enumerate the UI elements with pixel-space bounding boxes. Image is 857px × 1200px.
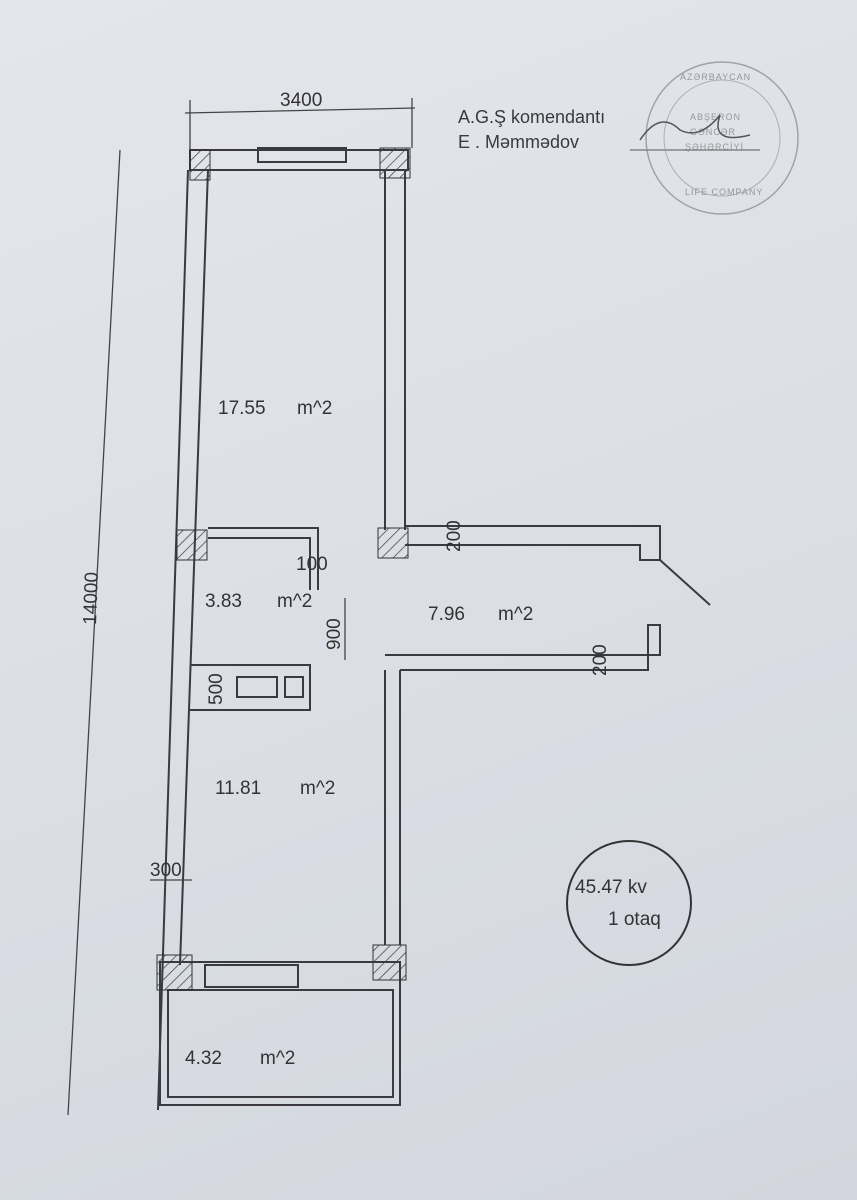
svg-text:ABŞERON: ABŞERON: [690, 112, 741, 122]
svg-text:m^2: m^2: [300, 778, 335, 799]
dimension-length: 14000: [67, 149, 121, 1116]
svg-text:LIFE COMPANY: LIFE COMPANY: [685, 187, 763, 197]
signature-title: A.G.Ş komendantı: [458, 107, 605, 127]
svg-text:3.83: 3.83: [205, 591, 242, 612]
svg-text:200: 200: [590, 644, 611, 676]
svg-text:300: 300: [150, 860, 182, 881]
svg-text:3400: 3400: [280, 90, 322, 111]
room-count: 1 otaq: [608, 909, 661, 930]
svg-text:m^2: m^2: [498, 604, 533, 625]
svg-text:11.81: 11.81: [215, 778, 261, 799]
svg-text:AZƏRBAYCAN: AZƏRBAYCAN: [680, 72, 751, 82]
room-4-32: 4.32 m^2: [185, 1048, 295, 1069]
svg-text:200: 200: [444, 520, 465, 552]
svg-text:4.32: 4.32: [185, 1048, 222, 1069]
svg-text:GƏNCƏR: GƏNCƏR: [690, 127, 736, 137]
svg-text:m^2: m^2: [297, 398, 332, 419]
svg-text:ŞƏHƏRCİYİ: ŞƏHƏRCİYİ: [685, 142, 744, 152]
svg-text:100: 100: [296, 554, 328, 575]
room-3-83: 3.83 m^2: [205, 591, 312, 612]
dimension-width: 3400: [184, 90, 416, 150]
signature-name: E . Məmmədov: [458, 132, 579, 152]
svg-text:17.55: 17.55: [218, 398, 266, 419]
official-stamp: AZƏRBAYCAN ABŞERON GƏNCƏR ŞƏHƏRCİYİ LIFE…: [645, 61, 799, 215]
signature-scribble: [639, 114, 751, 141]
room-11-81: 11.81 m^2: [215, 778, 335, 799]
small-dimensions: 200 200 100 900 500 300: [150, 520, 611, 881]
svg-text:500: 500: [206, 673, 227, 705]
svg-text:900: 900: [324, 618, 345, 650]
svg-text:m^2: m^2: [260, 1048, 295, 1069]
walls: [156, 147, 711, 1111]
svg-text:7.96: 7.96: [428, 604, 465, 625]
svg-text:m^2: m^2: [277, 591, 312, 612]
room-7-96: 7.96 m^2: [428, 604, 533, 625]
svg-text:14000: 14000: [80, 572, 103, 626]
room-17-55: 17.55 m^2: [218, 398, 332, 419]
summary-circle: 45.47 kv 1 otaq: [566, 840, 692, 966]
total-area: 45.47 kv: [575, 877, 647, 898]
